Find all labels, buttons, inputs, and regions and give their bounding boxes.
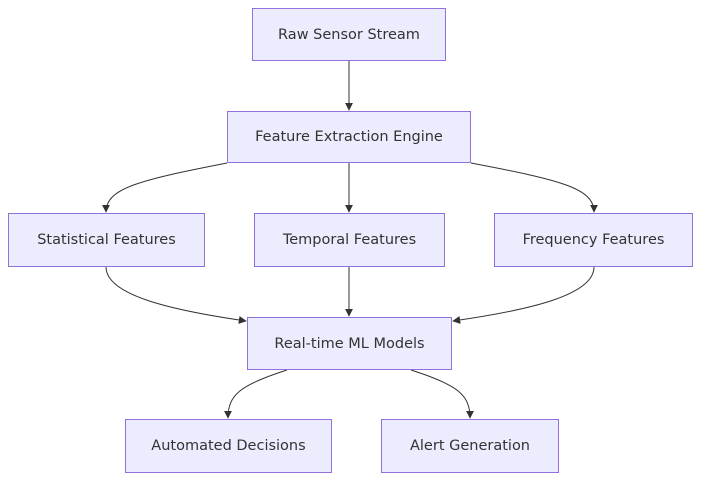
node-alert-generation: Alert Generation [381, 419, 559, 473]
node-label: Statistical Features [37, 232, 176, 248]
edge-ml-to-alert [410, 369, 474, 419]
edge-extract-to-statistical [102, 162, 228, 213]
node-label: Raw Sensor Stream [278, 26, 420, 43]
edge-statistical-to-ml [105, 266, 247, 324]
edge-extract-to-frequency [470, 162, 598, 213]
node-label: Automated Decisions [151, 438, 306, 454]
node-label: Alert Generation [409, 438, 530, 454]
edge-frequency-to-ml [452, 266, 595, 324]
node-raw-sensor-stream: Raw Sensor Stream [252, 8, 446, 61]
node-automated-decisions: Automated Decisions [125, 419, 332, 473]
node-label: Frequency Features [522, 232, 665, 248]
node-feature-extraction-engine: Feature Extraction Engine [227, 111, 471, 163]
node-temporal-features: Temporal Features [254, 213, 445, 267]
node-label: Feature Extraction Engine [255, 129, 443, 145]
edge-ml-to-automated [224, 369, 288, 419]
node-label: Real-time ML Models [274, 335, 425, 352]
node-frequency-features: Frequency Features [494, 213, 693, 267]
node-statistical-features: Statistical Features [8, 213, 205, 267]
node-realtime-ml-models: Real-time ML Models [247, 317, 452, 370]
node-label: Temporal Features [282, 232, 417, 248]
